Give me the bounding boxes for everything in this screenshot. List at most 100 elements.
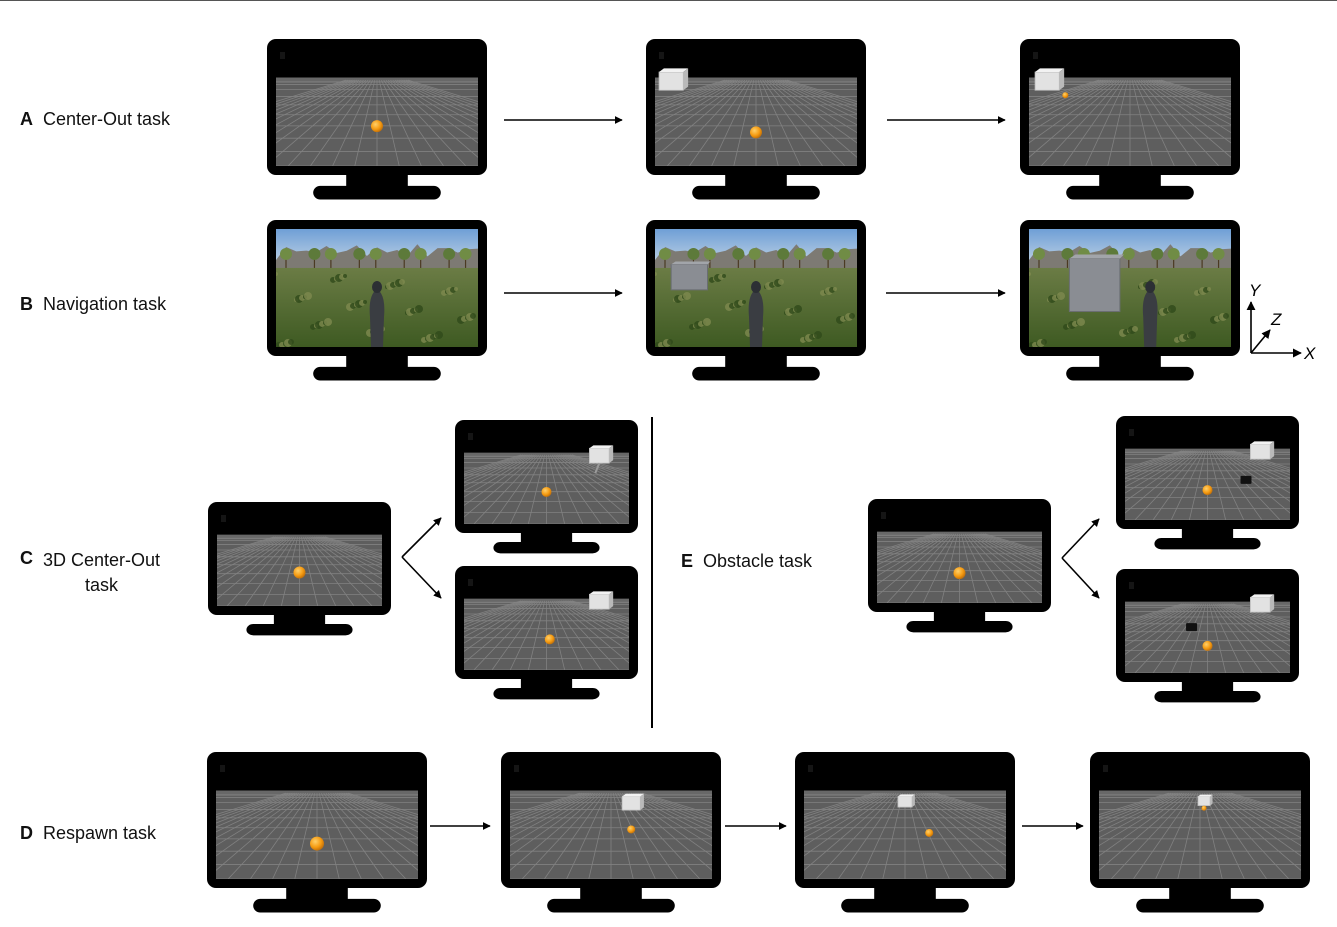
monitor-base bbox=[253, 898, 381, 913]
flow-arrow bbox=[1061, 518, 1100, 559]
monitor-neck bbox=[1169, 886, 1231, 901]
screen-scene bbox=[655, 229, 857, 347]
panel-letter-e: E bbox=[681, 551, 694, 571]
floor-grid bbox=[1125, 603, 1290, 673]
monitor-neck bbox=[1181, 680, 1234, 693]
grass bbox=[1029, 267, 1231, 347]
monitor-e0 bbox=[868, 499, 1051, 633]
panel-label-d: D Respawn task bbox=[20, 823, 156, 844]
cursor-ball bbox=[1202, 485, 1213, 496]
floor-grid bbox=[217, 536, 382, 606]
screen-scene bbox=[1125, 578, 1290, 673]
floor-grid bbox=[1099, 792, 1301, 879]
monitor-neck bbox=[933, 610, 986, 623]
monitor-b2 bbox=[646, 220, 866, 381]
monitor-base bbox=[841, 898, 969, 913]
cursor-ball bbox=[925, 828, 934, 837]
monitor-base bbox=[313, 366, 441, 381]
target-cube bbox=[897, 796, 913, 808]
monitor-d1 bbox=[207, 752, 427, 913]
obstacle-block bbox=[1186, 623, 1198, 632]
monitor-neck bbox=[580, 886, 642, 901]
monitor-neck bbox=[725, 173, 787, 188]
monitor-base bbox=[692, 366, 820, 381]
screen-scene bbox=[216, 761, 418, 879]
monitor-neck bbox=[286, 886, 348, 901]
screen-scene bbox=[276, 229, 478, 347]
monitor-base bbox=[906, 621, 1013, 633]
flow-arrow bbox=[1061, 557, 1100, 599]
monitor-a1 bbox=[267, 39, 487, 200]
screen-scene bbox=[1099, 761, 1301, 879]
screen-scene bbox=[1029, 48, 1231, 166]
monitor-c1 bbox=[455, 420, 638, 554]
cursor-ball bbox=[953, 567, 966, 580]
cursor-ball bbox=[293, 566, 306, 579]
monitor-base bbox=[246, 624, 353, 636]
cursor-ball bbox=[750, 126, 762, 139]
target-cube bbox=[589, 447, 610, 464]
monitor-base bbox=[493, 688, 600, 700]
monitor-c0 bbox=[208, 502, 391, 636]
monitor-neck bbox=[1181, 527, 1234, 540]
monitor-b1 bbox=[267, 220, 487, 381]
monitor-neck bbox=[346, 354, 408, 369]
screen-scene bbox=[1125, 425, 1290, 520]
monitor-neck bbox=[1099, 173, 1161, 188]
monitor-base bbox=[1136, 898, 1264, 913]
panel-label-e: E Obstacle task bbox=[681, 551, 812, 572]
monitor-base bbox=[547, 898, 675, 913]
screen-scene bbox=[276, 48, 478, 166]
panel-title-c-line1: 3D Center-Out bbox=[43, 550, 161, 570]
panel-letter-c: C bbox=[20, 548, 33, 568]
monitor-base bbox=[1154, 538, 1261, 550]
animal-avatar bbox=[1142, 289, 1158, 347]
monitor-base bbox=[313, 185, 441, 200]
monitor-neck bbox=[346, 173, 408, 188]
monitor-a3 bbox=[1020, 39, 1240, 200]
panel-title-a: Center-Out task bbox=[43, 109, 171, 129]
monitor-base bbox=[692, 185, 820, 200]
panel-title-c-line2: task bbox=[85, 575, 119, 595]
monitor-base bbox=[1154, 691, 1261, 703]
panel-letter-d: D bbox=[20, 823, 33, 843]
panel-title-e: Obstacle task bbox=[703, 551, 813, 571]
xyz-axes: Y Z X bbox=[1246, 281, 1316, 363]
panel-title-b: Navigation task bbox=[43, 294, 167, 314]
animal-avatar bbox=[748, 289, 764, 347]
cursor-ball bbox=[544, 634, 555, 645]
target-cube bbox=[1197, 796, 1211, 806]
floor-grid bbox=[655, 79, 857, 166]
monitor-neck bbox=[273, 613, 326, 626]
screen-scene bbox=[877, 508, 1042, 603]
monitor-neck bbox=[725, 354, 787, 369]
screen-scene bbox=[510, 761, 712, 879]
target-cube bbox=[1250, 443, 1271, 460]
monitor-c2 bbox=[455, 566, 638, 700]
target-cube bbox=[1250, 596, 1271, 613]
panel-title-d: Respawn task bbox=[43, 823, 157, 843]
cursor-ball bbox=[1202, 640, 1213, 651]
monitor-e1 bbox=[1116, 416, 1299, 550]
monitor-d3 bbox=[795, 752, 1015, 913]
target-cube bbox=[621, 796, 641, 811]
cursor-ball bbox=[627, 825, 636, 834]
floor-grid bbox=[877, 533, 1042, 603]
floor-grid bbox=[1029, 79, 1231, 166]
monitor-neck bbox=[520, 677, 573, 690]
screen-scene bbox=[464, 575, 629, 670]
floor-grid bbox=[464, 454, 629, 524]
cursor-ball bbox=[310, 836, 324, 851]
target-cube bbox=[658, 71, 684, 91]
monitor-b3 bbox=[1020, 220, 1240, 381]
axis-label-y: Y bbox=[1249, 281, 1262, 300]
monitor-d4 bbox=[1090, 752, 1310, 913]
screen-scene bbox=[464, 429, 629, 524]
monitor-d2 bbox=[501, 752, 721, 913]
monitor-neck bbox=[874, 886, 936, 901]
screen-scene bbox=[804, 761, 1006, 879]
monitor-neck bbox=[520, 531, 573, 544]
animal-avatar bbox=[369, 289, 385, 347]
cursor-ball bbox=[371, 120, 383, 133]
